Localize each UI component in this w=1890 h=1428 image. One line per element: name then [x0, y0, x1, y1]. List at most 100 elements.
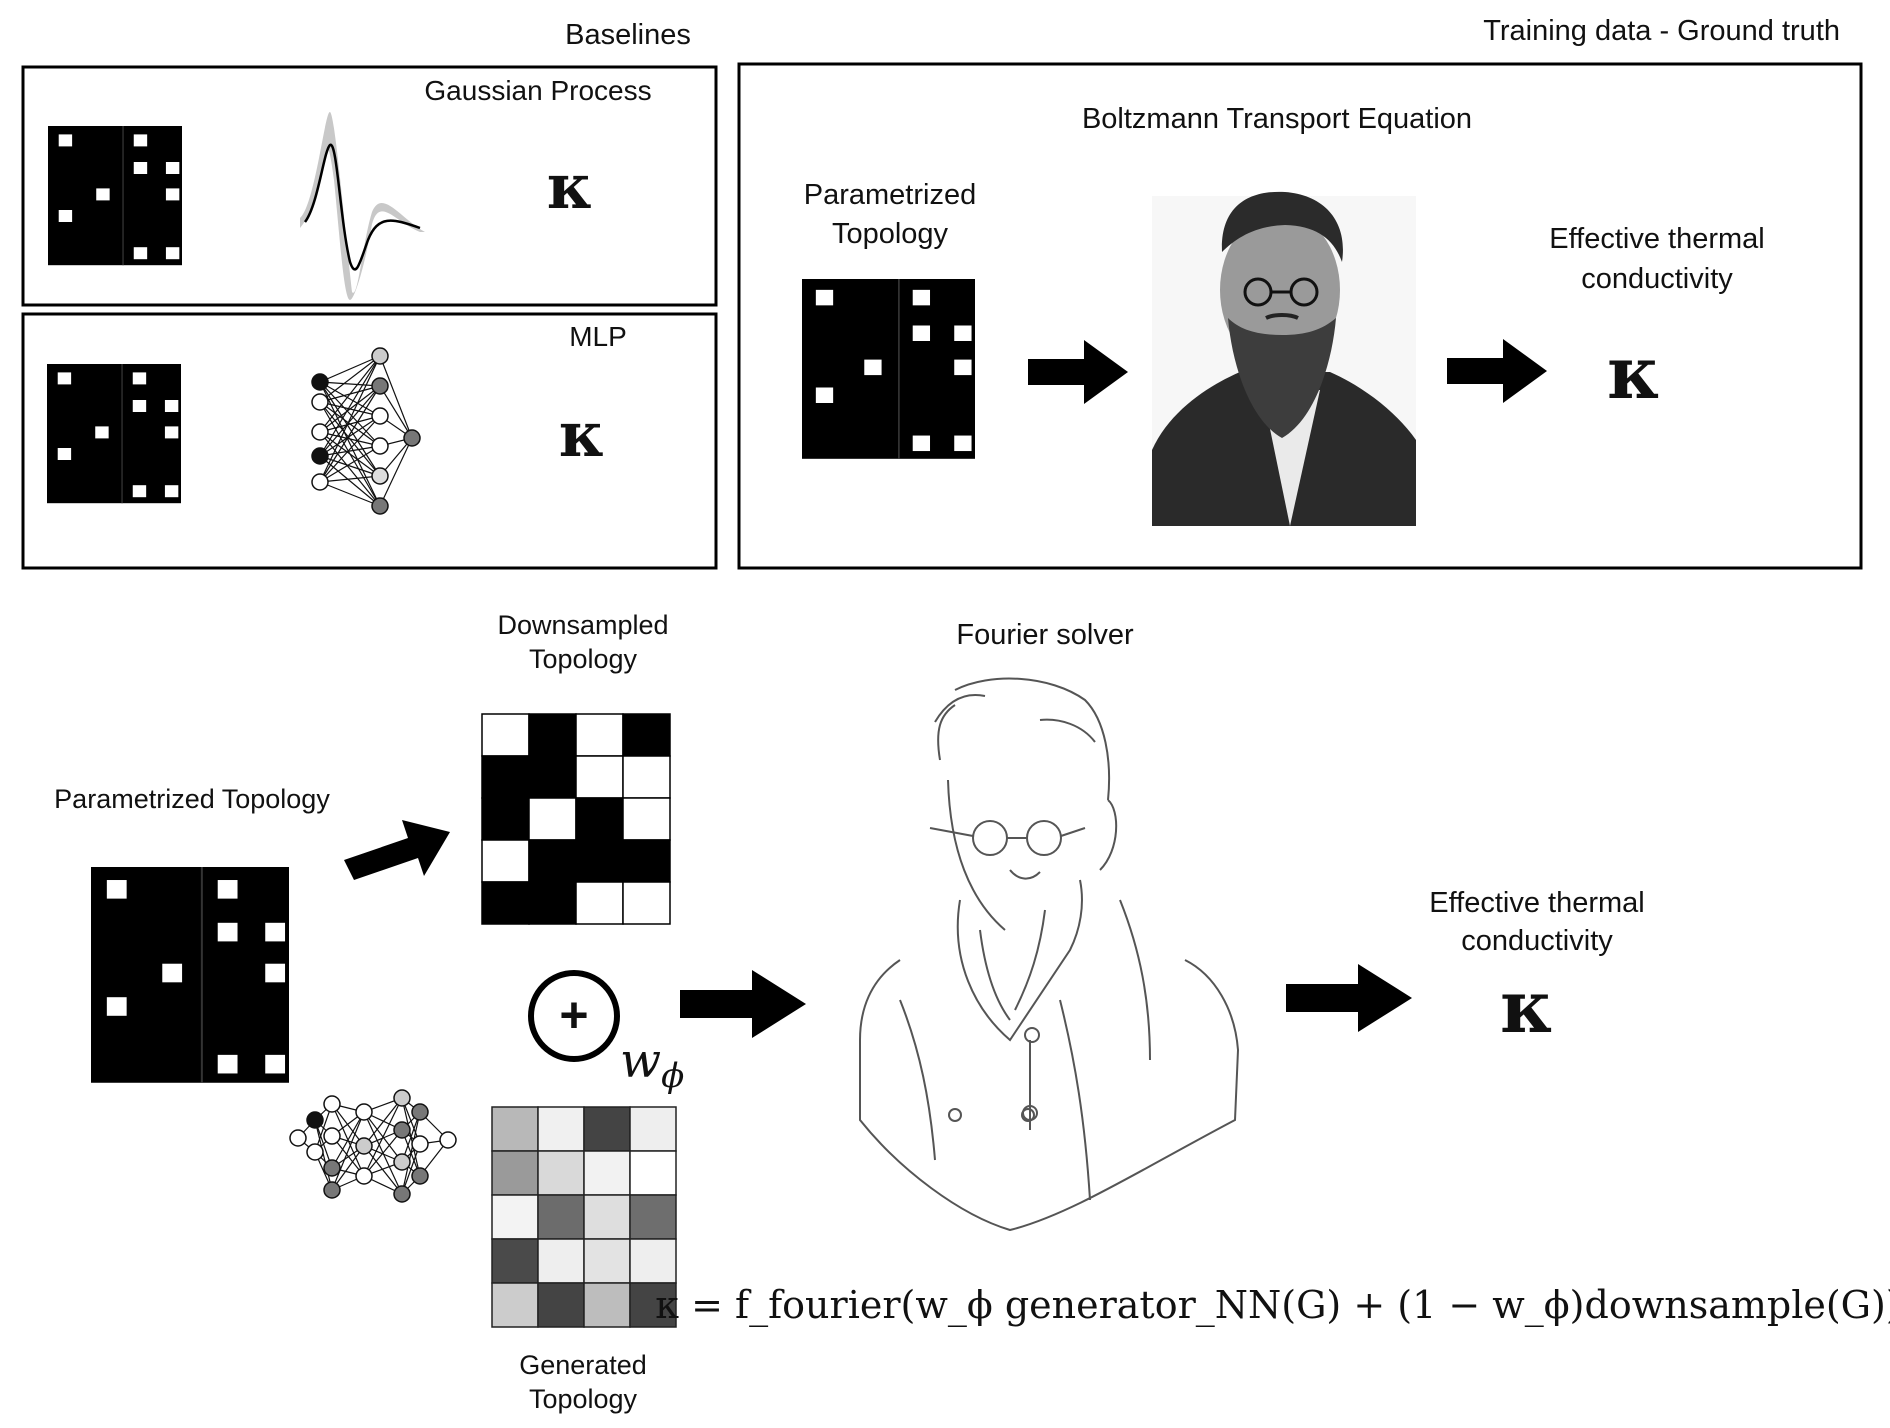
training-topology-input — [801, 278, 976, 460]
generated-cell — [583, 1106, 631, 1152]
network-edge — [401, 1143, 421, 1195]
network-edge — [319, 415, 381, 483]
downsampled-cell — [575, 713, 624, 757]
network-node — [355, 1137, 373, 1155]
generator-network-icon — [289, 1089, 457, 1203]
downsampled-cell — [622, 881, 671, 925]
network-node — [411, 1135, 429, 1153]
weight-subscript: ϕ — [661, 1056, 684, 1096]
mlp-panel — [21, 312, 718, 570]
fourier-equation: κ = f_fourier(w_ϕ generator_NN(G) + (1 −… — [655, 1283, 1890, 1328]
network-node — [411, 1167, 429, 1185]
downsampled-cell — [528, 755, 577, 799]
generated-cell — [629, 1238, 677, 1284]
generated-cell — [537, 1150, 585, 1196]
downsampled-cell — [481, 881, 530, 925]
downsampled-cell — [528, 839, 577, 883]
training-data-title: Training data - Ground truth — [1483, 15, 1840, 47]
generated-cell — [583, 1150, 631, 1196]
generated-topology-grid — [491, 1106, 677, 1328]
network-edge — [314, 1119, 333, 1191]
network-edge — [319, 355, 381, 433]
network-node — [393, 1153, 411, 1171]
arrow-icon — [1286, 964, 1412, 1032]
network-edge — [319, 481, 381, 507]
generated-label-line2: Topology — [529, 1384, 638, 1414]
scientist-portrait — [1152, 191, 1416, 526]
network-edge — [319, 445, 381, 483]
mlp-topology-input — [46, 363, 182, 504]
network-edge — [319, 355, 381, 457]
network-node — [323, 1159, 341, 1177]
network-edge — [319, 381, 381, 417]
network-node — [355, 1103, 373, 1121]
generated-cell — [491, 1194, 539, 1240]
gaussian-process-title: Gaussian Process — [424, 75, 651, 106]
network-node — [371, 467, 389, 485]
downsampled-cell — [622, 839, 671, 883]
mlp-title: MLP — [569, 321, 627, 352]
network-edge — [319, 385, 381, 457]
network-edge — [401, 1111, 421, 1163]
network-node — [371, 437, 389, 455]
downsampled-cell — [575, 755, 624, 799]
network-node — [306, 1111, 324, 1129]
downsampled-label-line1: Downsampled — [497, 610, 668, 640]
pipeline-output-label-line1: Effective thermal — [1429, 887, 1644, 919]
generated-label-line1: Generated — [519, 1350, 647, 1380]
scientist-line-sketch — [859, 677, 1240, 1232]
generated-cell — [491, 1150, 539, 1196]
mlp-kappa-output: κ — [559, 398, 605, 471]
generated-cell — [629, 1282, 677, 1328]
downsampled-cell — [622, 755, 671, 799]
network-node — [393, 1121, 411, 1139]
network-edge — [319, 385, 381, 483]
downsampled-topology-grid — [481, 713, 671, 925]
downsampled-cell — [575, 797, 624, 841]
arrow-icon — [1447, 339, 1547, 403]
network-node — [403, 429, 421, 447]
network-edge — [319, 385, 381, 433]
pipeline-kappa-output: κ — [1500, 964, 1554, 1049]
training-data-panel — [737, 62, 1863, 570]
gp-topology-input — [47, 125, 183, 266]
network-node — [311, 373, 329, 391]
generated-cell — [537, 1106, 585, 1152]
network-edge — [379, 385, 413, 439]
network-node — [371, 407, 389, 425]
network-edge — [363, 1097, 403, 1177]
network-edge — [401, 1111, 421, 1195]
network-node — [311, 447, 329, 465]
network-node — [411, 1103, 429, 1121]
network-edge — [319, 355, 381, 383]
network-edge — [363, 1129, 403, 1177]
network-node — [355, 1167, 373, 1185]
network-edge — [319, 355, 381, 403]
network-edge — [319, 381, 381, 507]
generated-cell — [491, 1238, 539, 1284]
network-node — [393, 1185, 411, 1203]
generated-cell — [629, 1194, 677, 1240]
baselines-title: Baselines — [565, 19, 691, 51]
downsampled-cell — [481, 797, 530, 841]
training-output-label-line2: conductivity — [1581, 263, 1733, 295]
generated-cell — [583, 1238, 631, 1284]
network-edge — [319, 381, 381, 387]
downsampled-cell — [481, 713, 530, 757]
pipeline-topology-input — [90, 866, 290, 1084]
pipeline-input-label: Parametrized Topology — [54, 784, 330, 814]
generated-cell — [491, 1282, 539, 1328]
network-node — [311, 393, 329, 411]
downsampled-cell — [528, 713, 577, 757]
training-input-label-line2: Topology — [832, 218, 949, 250]
arrow-icon — [344, 820, 450, 880]
arrow-icon — [680, 970, 806, 1038]
network-edge — [319, 455, 381, 507]
network-node — [371, 497, 389, 515]
network-edge — [331, 1103, 365, 1147]
downsampled-cell — [528, 797, 577, 841]
network-edge — [363, 1145, 403, 1195]
network-node — [306, 1143, 324, 1161]
generated-cell — [537, 1282, 585, 1328]
